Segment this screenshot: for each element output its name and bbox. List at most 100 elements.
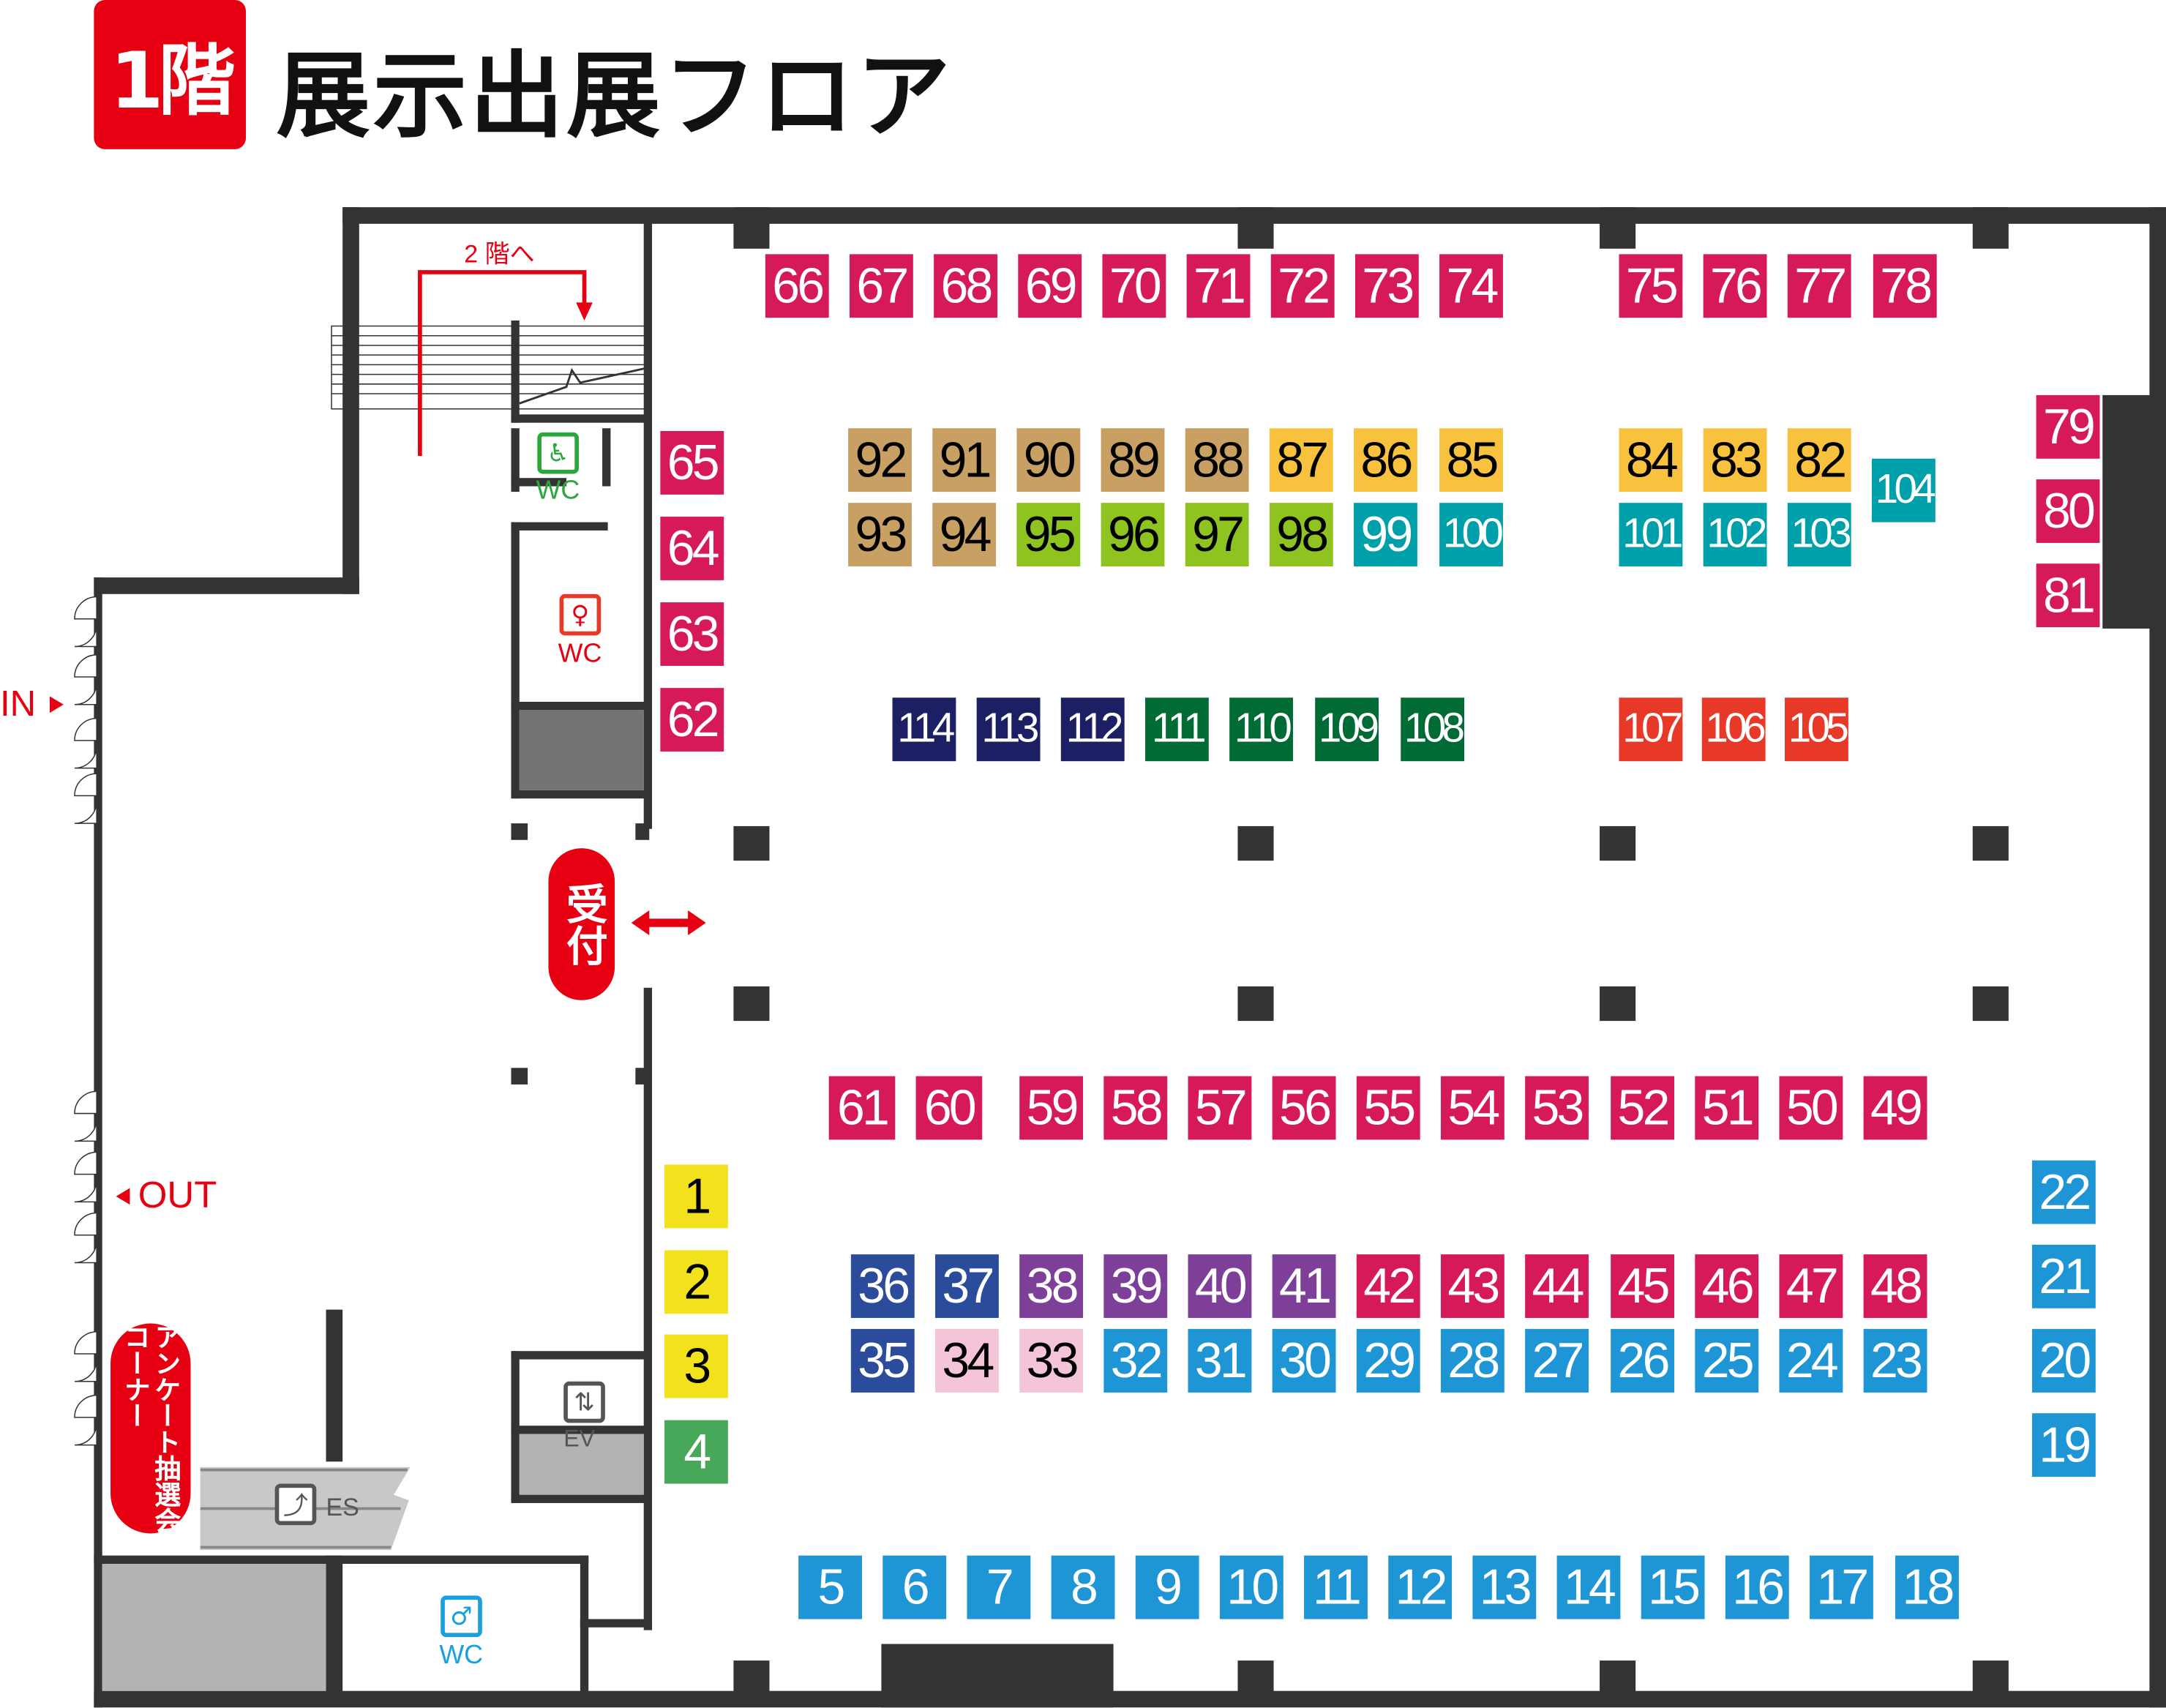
- booth-66[interactable]: 66: [765, 254, 829, 318]
- booth-98[interactable]: 98: [1269, 503, 1333, 566]
- booth-96[interactable]: 96: [1101, 503, 1165, 566]
- booth-52[interactable]: 52: [1611, 1076, 1675, 1140]
- booth-51[interactable]: 51: [1695, 1076, 1759, 1140]
- booth-85[interactable]: 85: [1439, 428, 1503, 492]
- booth-113[interactable]: 113: [976, 697, 1041, 762]
- booth-49[interactable]: 49: [1863, 1076, 1927, 1140]
- booth-60[interactable]: 60: [915, 1076, 983, 1140]
- booth-79[interactable]: 79: [2036, 394, 2100, 459]
- booth-58[interactable]: 58: [1103, 1076, 1168, 1140]
- booth-100[interactable]: 100: [1439, 503, 1504, 566]
- booth-84[interactable]: 84: [1619, 428, 1683, 492]
- booth-57[interactable]: 57: [1188, 1076, 1252, 1140]
- booth-95[interactable]: 95: [1016, 503, 1081, 566]
- booth-42[interactable]: 42: [1356, 1254, 1420, 1318]
- booth-88[interactable]: 88: [1185, 428, 1249, 492]
- booth-7[interactable]: 7: [967, 1555, 1031, 1619]
- survey-corner-badge[interactable]: アンケート抽選会コーナー: [110, 1323, 191, 1534]
- booth-75[interactable]: 75: [1619, 254, 1683, 318]
- booth-102[interactable]: 102: [1703, 503, 1767, 566]
- booth-78[interactable]: 78: [1873, 254, 1937, 318]
- booth-91[interactable]: 91: [932, 428, 997, 492]
- booth-82[interactable]: 82: [1787, 428, 1851, 492]
- booth-22[interactable]: 22: [2031, 1160, 2096, 1224]
- booth-76[interactable]: 76: [1703, 254, 1767, 318]
- booth-26[interactable]: 26: [1611, 1329, 1675, 1393]
- booth-72[interactable]: 72: [1270, 254, 1335, 318]
- booth-18[interactable]: 18: [1895, 1555, 1959, 1619]
- booth-29[interactable]: 29: [1356, 1329, 1420, 1393]
- reception-badge[interactable]: 受付: [548, 848, 615, 1000]
- booth-31[interactable]: 31: [1188, 1329, 1252, 1393]
- booth-112[interactable]: 112: [1060, 697, 1125, 762]
- booth-65[interactable]: 65: [660, 430, 724, 495]
- booth-35[interactable]: 35: [850, 1329, 915, 1393]
- booth-27[interactable]: 27: [1525, 1329, 1589, 1393]
- booth-70[interactable]: 70: [1102, 254, 1166, 318]
- booth-111[interactable]: 111: [1144, 697, 1209, 762]
- booth-46[interactable]: 46: [1695, 1254, 1759, 1318]
- booth-30[interactable]: 30: [1272, 1329, 1336, 1393]
- booth-14[interactable]: 14: [1556, 1555, 1621, 1619]
- booth-25[interactable]: 25: [1695, 1329, 1759, 1393]
- booth-73[interactable]: 73: [1354, 254, 1419, 318]
- booth-41[interactable]: 41: [1272, 1254, 1336, 1318]
- booth-10[interactable]: 10: [1219, 1555, 1284, 1619]
- booth-77[interactable]: 77: [1787, 254, 1851, 318]
- booth-34[interactable]: 34: [935, 1329, 999, 1393]
- booth-4[interactable]: 4: [664, 1420, 728, 1484]
- booth-37[interactable]: 37: [935, 1254, 999, 1318]
- booth-97[interactable]: 97: [1185, 503, 1249, 566]
- booth-24[interactable]: 24: [1779, 1329, 1843, 1393]
- booth-68[interactable]: 68: [934, 254, 997, 318]
- booth-17[interactable]: 17: [1810, 1555, 1873, 1619]
- booth-50[interactable]: 50: [1779, 1076, 1843, 1140]
- booth-109[interactable]: 109: [1315, 697, 1379, 762]
- booth-81[interactable]: 81: [2036, 563, 2100, 628]
- booth-71[interactable]: 71: [1186, 254, 1251, 318]
- booth-59[interactable]: 59: [1019, 1076, 1084, 1140]
- booth-93[interactable]: 93: [848, 503, 912, 566]
- booth-47[interactable]: 47: [1779, 1254, 1843, 1318]
- booth-38[interactable]: 38: [1019, 1254, 1084, 1318]
- booth-80[interactable]: 80: [2036, 479, 2100, 543]
- booth-16[interactable]: 16: [1725, 1555, 1789, 1619]
- booth-87[interactable]: 87: [1269, 428, 1333, 492]
- booth-69[interactable]: 69: [1018, 254, 1082, 318]
- booth-99[interactable]: 99: [1354, 503, 1417, 566]
- booth-86[interactable]: 86: [1354, 428, 1417, 492]
- booth-64[interactable]: 64: [660, 517, 724, 580]
- booth-5[interactable]: 5: [798, 1555, 862, 1619]
- booth-6[interactable]: 6: [882, 1555, 947, 1619]
- booth-36[interactable]: 36: [850, 1254, 915, 1318]
- booth-12[interactable]: 12: [1388, 1555, 1453, 1619]
- booth-19[interactable]: 19: [2031, 1413, 2096, 1477]
- booth-1[interactable]: 1: [664, 1164, 728, 1229]
- booth-94[interactable]: 94: [932, 503, 997, 566]
- booth-53[interactable]: 53: [1525, 1076, 1589, 1140]
- booth-90[interactable]: 90: [1016, 428, 1081, 492]
- booth-32[interactable]: 32: [1103, 1329, 1168, 1393]
- booth-39[interactable]: 39: [1103, 1254, 1168, 1318]
- booth-106[interactable]: 106: [1701, 697, 1766, 762]
- booth-114[interactable]: 114: [892, 697, 956, 762]
- booth-44[interactable]: 44: [1525, 1254, 1589, 1318]
- booth-89[interactable]: 89: [1101, 428, 1165, 492]
- booth-2[interactable]: 2: [664, 1250, 728, 1314]
- booth-92[interactable]: 92: [848, 428, 912, 492]
- booth-110[interactable]: 110: [1229, 697, 1293, 762]
- booth-103[interactable]: 103: [1787, 503, 1852, 566]
- booth-28[interactable]: 28: [1440, 1329, 1504, 1393]
- booth-105[interactable]: 105: [1785, 697, 1849, 762]
- booth-55[interactable]: 55: [1356, 1076, 1420, 1140]
- booth-11[interactable]: 11: [1304, 1555, 1368, 1619]
- booth-104[interactable]: 104: [1871, 458, 1936, 522]
- booth-54[interactable]: 54: [1440, 1076, 1504, 1140]
- booth-56[interactable]: 56: [1272, 1076, 1336, 1140]
- booth-15[interactable]: 15: [1641, 1555, 1705, 1619]
- booth-101[interactable]: 101: [1619, 503, 1683, 566]
- booth-107[interactable]: 107: [1619, 697, 1683, 762]
- booth-33[interactable]: 33: [1019, 1329, 1084, 1393]
- booth-23[interactable]: 23: [1863, 1329, 1927, 1393]
- booth-108[interactable]: 108: [1401, 697, 1465, 762]
